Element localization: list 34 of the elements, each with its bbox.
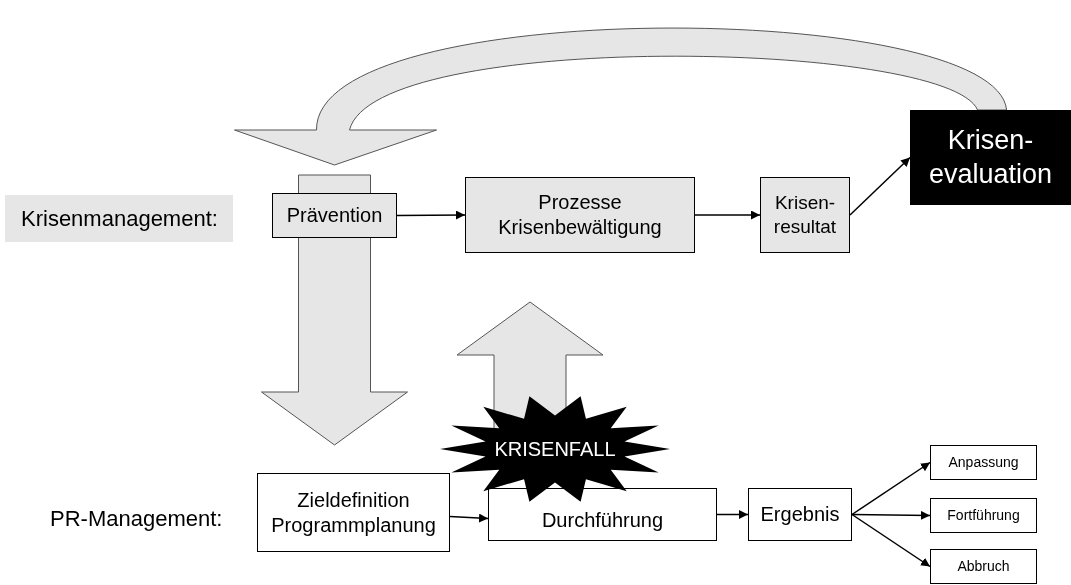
outcome-box [930, 445, 1037, 480]
highlight-box [910, 110, 1071, 205]
node-text: Ergebnis [759, 502, 841, 527]
outcome-box [930, 498, 1037, 533]
starburst [440, 395, 670, 503]
node-text: Anpassung [947, 453, 1020, 472]
node-text: Fortführung [946, 506, 1021, 525]
node-text: Krisen- evaluation [927, 123, 1054, 191]
node-text: Abbruch [956, 557, 1011, 576]
node-text: Durchführung [540, 508, 665, 533]
process-box [760, 177, 850, 253]
arrow [694, 210, 761, 220]
node-text: Krisen- resultat [772, 191, 838, 239]
arrow [849, 156, 911, 216]
section-label: PR-Management: [50, 505, 223, 533]
process-box [257, 473, 450, 552]
arrow [851, 510, 931, 520]
node-text: Zieldefinition Programmplanung [270, 487, 437, 538]
node-text: Prävention [285, 203, 384, 228]
arrow [396, 210, 466, 220]
arrow [449, 513, 489, 523]
outcome-box [930, 549, 1037, 584]
node-text: Krisenmanagement: [20, 204, 219, 233]
process-box [272, 193, 397, 238]
section-label [5, 195, 233, 242]
arrow [716, 510, 749, 519]
process-box [465, 177, 695, 253]
block-arrow [234, 27, 1008, 166]
node-text: KRISENFALL [493, 436, 617, 462]
process-box [748, 488, 852, 541]
arrow [851, 513, 931, 568]
arrow [851, 461, 931, 516]
process-box [488, 488, 717, 541]
node-text: Prozesse Krisenbewältigung [497, 190, 663, 240]
